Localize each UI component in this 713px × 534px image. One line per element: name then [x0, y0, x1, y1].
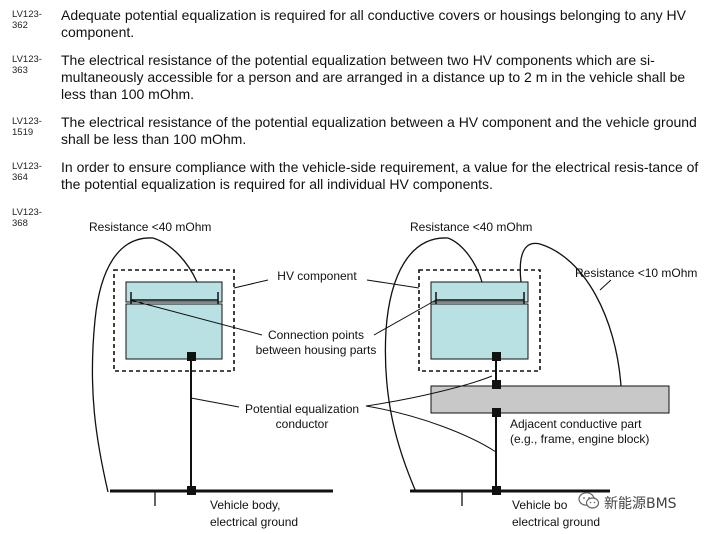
leader-hv-right: [366, 279, 420, 289]
requirement-text: Adequate potential equalization is requi…: [61, 7, 686, 40]
vehicle-body-label-right-2: electrical ground: [512, 515, 600, 529]
requirement-id: LV123- 1519: [12, 116, 52, 138]
terminal-adjacent-top: [492, 380, 501, 389]
requirement-text: The electrical resistance of the potenti…: [61, 52, 686, 102]
leader-pe-left: [190, 397, 240, 408]
requirement-text: The electrical resistance of the potenti…: [61, 114, 697, 147]
adjacent-part-label: Adjacent conductive part: [510, 417, 642, 431]
requirement-id-prefix: LV123-: [12, 116, 42, 127]
requirement-id: LV123- 364: [12, 161, 52, 183]
hv-component-boundary-left: [113, 269, 235, 372]
vehicle-body-label-right: Vehicle bo: [512, 498, 568, 512]
requirement-id: LV123- 363: [12, 54, 52, 76]
leader-pe-right: [365, 405, 497, 453]
requirement-id-number: 1519: [12, 127, 34, 138]
pe-conductor-label-2: conductor: [276, 417, 329, 431]
watermark: 新能源BMS: [578, 491, 677, 516]
requirement-id-prefix: LV123-: [12, 9, 42, 20]
resistance-loop-far: [519, 242, 622, 387]
resistance-loop-left: [91, 237, 154, 493]
requirement-id-prefix: LV123-: [12, 161, 42, 172]
housing-body-left: [125, 303, 223, 360]
leader-connection-right: [373, 299, 437, 336]
resistance-loop-right: [384, 237, 449, 493]
terminal-left-top: [187, 352, 196, 361]
requirement-text: In order to ensure compliance with the v…: [61, 159, 699, 192]
wechat-icon: [578, 491, 600, 516]
vehicle-body-label-left-2: electrical ground: [210, 515, 298, 529]
connection-points-label-2: between housing parts: [256, 343, 377, 357]
leader-pe-right-upper: [365, 375, 493, 407]
connection-points-label: Connection points: [268, 328, 364, 342]
figure-requirement-id: LV123- 368: [12, 207, 52, 229]
requirement-id-number: 363: [12, 65, 28, 76]
resistance-label-left: Resistance <40 mOhm: [89, 220, 211, 234]
terminal-adjacent-bottom: [492, 408, 501, 417]
leader-resistance-far: [599, 279, 612, 291]
resistance-label-right: Resistance <40 mOhm: [410, 220, 532, 234]
resistance-loop-left-top: [152, 237, 198, 283]
adjacent-part-label-2: (e.g., frame, engine block): [510, 432, 649, 446]
terminal-right-top: [492, 352, 501, 361]
resistance-label-far: Resistance <10 mOhm: [575, 266, 697, 280]
housing-cover-left: [125, 281, 223, 303]
hv-component-label: HV component: [277, 269, 357, 283]
adjacent-conductive-part: [430, 385, 670, 414]
watermark-text: 新能源BMS: [604, 496, 677, 512]
requirement-id: LV123- 362: [12, 9, 52, 31]
hv-component-boundary-right: [418, 269, 541, 372]
housing-body-right: [430, 303, 529, 360]
vehicle-body-label-left: Vehicle body,: [210, 498, 281, 512]
leader-hv-left: [233, 279, 269, 289]
requirement-id-prefix: LV123-: [12, 54, 42, 65]
housing-cover-right: [430, 281, 529, 303]
resistance-loop-right-top: [447, 237, 483, 283]
requirement-id-number: 362: [12, 20, 28, 31]
pe-conductor-label: Potential equalization: [245, 402, 359, 416]
requirement-id-number: 364: [12, 172, 28, 183]
leader-connection-left: [129, 299, 263, 336]
requirement-id-prefix: LV123-: [12, 207, 42, 218]
requirement-id-number: 368: [12, 218, 28, 229]
